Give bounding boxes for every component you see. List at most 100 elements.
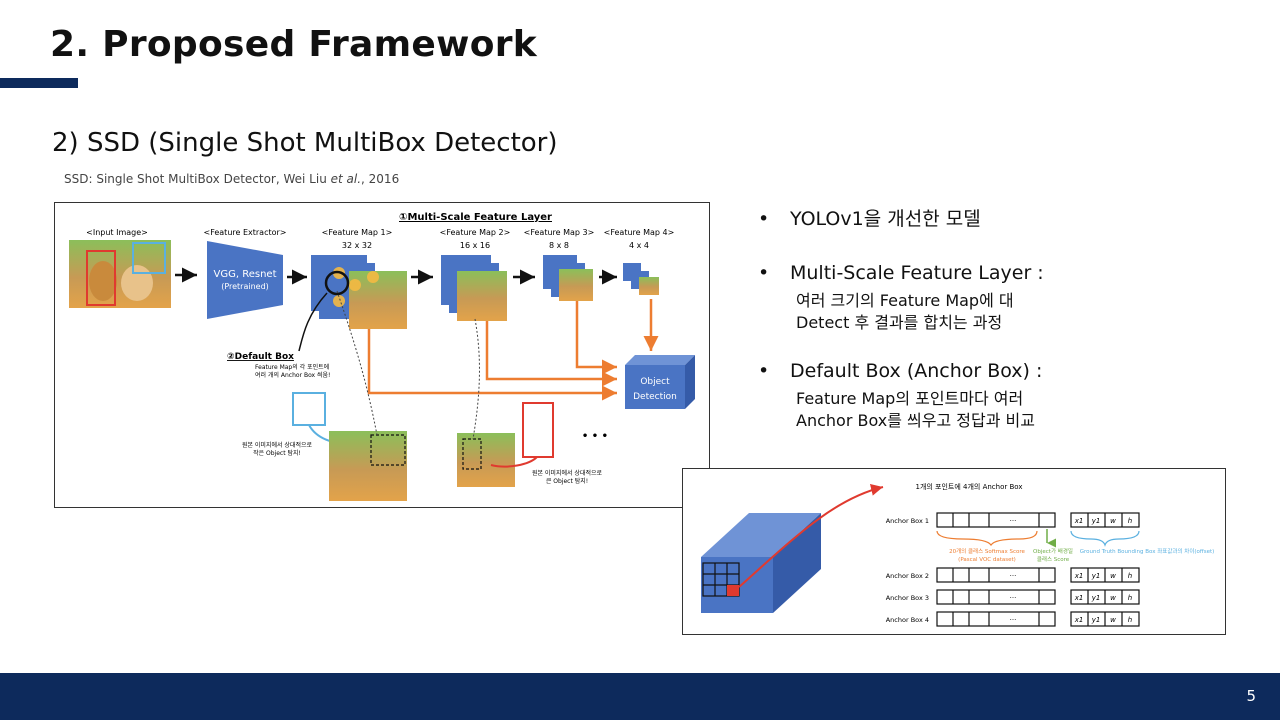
citation: SSD: Single Shot MultiBox Detector, Wei … bbox=[64, 172, 399, 186]
feature-extractor bbox=[207, 241, 283, 319]
softmax-label-2: (Pascal VOC dataset) bbox=[958, 557, 1016, 563]
large-anchor-link bbox=[490, 456, 538, 468]
fm1-point-2 bbox=[349, 279, 361, 291]
fm1-point-4 bbox=[333, 295, 345, 307]
figure-ellipsis: • • • bbox=[582, 431, 608, 442]
extractor-sub: (Pretrained) bbox=[221, 282, 269, 291]
page-number: 5 bbox=[1246, 687, 1256, 705]
anchor-box-svg: 1개의 포인트에 4개의 Anchor Box Anchor Box 1 Anc… bbox=[701, 482, 1214, 627]
anchor-label-3: Anchor Box 3 bbox=[886, 594, 929, 602]
extractor-name: VGG, Resnet bbox=[214, 269, 277, 280]
bullet-2-sub-2: Detect 후 결과를 합치는 과정 bbox=[796, 313, 1003, 332]
coord-h-4: h bbox=[1128, 616, 1132, 624]
coord-x-4: x1 bbox=[1074, 616, 1084, 624]
coord-x-3: x1 bbox=[1074, 594, 1084, 602]
fm2-size: 16 x 16 bbox=[460, 241, 490, 250]
bullet-1: • YOLOv1을 개선한 모델 bbox=[758, 206, 1258, 232]
coord-labels: x1 y1 w h x1 y1 w h x1 y1 w h x1 y1 w h bbox=[1074, 517, 1133, 624]
softmax-label-1: 20개의 클래스 Softmax Score bbox=[949, 547, 1025, 555]
coord-y-4: y1 bbox=[1091, 616, 1101, 624]
bullet-dot: • bbox=[758, 208, 770, 230]
object-detection-cube-front bbox=[625, 365, 685, 409]
default-box-desc-2: 여러 개의 Anchor Box 씌움! bbox=[255, 371, 330, 379]
coord-cells bbox=[1070, 512, 1140, 627]
fm4-size: 4 x 4 bbox=[629, 241, 649, 250]
fm3-layer-front bbox=[559, 269, 593, 301]
bullet-dot: • bbox=[758, 262, 770, 284]
bullet-3-sub: Feature Map의 포인트마다 여러 Anchor Box를 씌우고 정답… bbox=[758, 388, 1258, 432]
arrow-fm1-to-detection bbox=[367, 329, 617, 401]
citation-suffix: , 2016 bbox=[361, 172, 400, 186]
default-box-label: ②Default Box bbox=[227, 352, 294, 362]
bullet-list: • YOLOv1을 개선한 모델 • Multi-Scale Feature Lay… bbox=[758, 206, 1258, 456]
citation-italic: et al. bbox=[330, 172, 362, 186]
large-object-text-2: 큰 Object 탐지! bbox=[546, 477, 588, 485]
bullet-3-sub-2: Anchor Box를 씌우고 정답과 비교 bbox=[796, 411, 1035, 430]
default-box-desc-1: Feature Map의 각 포인트에 bbox=[255, 363, 329, 371]
fm2-label: <Feature Map 2> bbox=[440, 228, 511, 237]
gt-brace bbox=[1070, 530, 1140, 547]
coord-x-1: x1 bbox=[1074, 517, 1084, 525]
fm4-layer-front bbox=[639, 277, 659, 295]
ssd-architecture-figure: <Input Image> <Feature Extractor> VGG, R… bbox=[54, 202, 710, 508]
coord-w-1: w bbox=[1110, 517, 1116, 525]
bullet-2-text: Multi-Scale Feature Layer : bbox=[790, 262, 1044, 284]
dog-1 bbox=[89, 261, 117, 301]
input-blue-box bbox=[132, 242, 166, 274]
background-label-1: Object가 배경일 bbox=[1033, 547, 1073, 555]
cells-ellipsis-3: ··· bbox=[1010, 594, 1017, 602]
citation-prefix: SSD: Single Shot MultiBox Detector, Wei … bbox=[64, 172, 331, 186]
coord-h-1: h bbox=[1128, 517, 1132, 525]
small-object-dashed-box bbox=[370, 434, 406, 466]
anchor-label-2: Anchor Box 2 bbox=[886, 572, 929, 580]
coord-h-2: h bbox=[1128, 572, 1132, 580]
fm4-label: <Feature Map 4> bbox=[604, 228, 675, 237]
background-label-2: 클래스 Score bbox=[1037, 555, 1070, 563]
class-score-cells bbox=[936, 512, 1056, 627]
fm3-size: 8 x 8 bbox=[549, 241, 569, 250]
coord-h-3: h bbox=[1128, 594, 1132, 602]
input-red-box bbox=[86, 250, 116, 306]
coord-y-3: y1 bbox=[1091, 594, 1101, 602]
extractor-label: <Feature Extractor> bbox=[203, 228, 286, 237]
fm2-layer-front bbox=[457, 271, 507, 321]
cells-ellipsis-4: ··· bbox=[1010, 616, 1017, 624]
object-detection-cube-top bbox=[625, 355, 695, 365]
ssd-architecture-svg: <Input Image> <Feature Extractor> VGG, R… bbox=[69, 212, 695, 501]
footer-bar: 5 bbox=[0, 673, 1280, 720]
object-detection-cube-side bbox=[685, 355, 695, 409]
object-detection-label-1: Object bbox=[640, 377, 670, 387]
bullet-2-sub: 여러 크기의 Feature Map에 대 Detect 후 결과를 합치는 과… bbox=[758, 290, 1258, 334]
anchor-label-1: Anchor Box 1 bbox=[886, 517, 929, 525]
multiscale-label: ①Multi-Scale Feature Layer bbox=[399, 212, 552, 223]
feature-cube-top bbox=[701, 513, 821, 557]
point-arrow bbox=[738, 483, 884, 588]
bullet-2-sub-1: 여러 크기의 Feature Map에 대 bbox=[796, 291, 1014, 310]
cells-ellipsis-1: ··· bbox=[1010, 517, 1017, 525]
bullet-3: •Default Box (Anchor Box) : bbox=[758, 358, 1258, 384]
small-object-text-1: 원본 이미지에서 상대적으로 bbox=[242, 441, 313, 449]
title-accent-bar bbox=[0, 78, 78, 88]
large-object-trace bbox=[472, 318, 480, 440]
coord-w-4: w bbox=[1110, 616, 1116, 624]
bullet-1-text: YOLOv1을 개선한 모델 bbox=[790, 208, 981, 230]
small-anchor-box bbox=[292, 392, 326, 426]
slide-title: 2. Proposed Framework bbox=[50, 24, 538, 65]
bullet-2: • Multi-Scale Feature Layer : bbox=[758, 260, 1258, 286]
fm1-point-3 bbox=[367, 271, 379, 283]
anchor-label-4: Anchor Box 4 bbox=[886, 616, 929, 624]
coord-w-3: w bbox=[1110, 594, 1116, 602]
large-object-image bbox=[457, 433, 515, 487]
anchor-box-figure: 1개의 포인트에 4개의 Anchor Box Anchor Box 1 Anc… bbox=[682, 468, 1226, 635]
coord-y-1: y1 bbox=[1091, 517, 1101, 525]
fm1-label: <Feature Map 1> bbox=[322, 228, 393, 237]
feature-cube-point bbox=[727, 585, 739, 596]
small-object-image bbox=[329, 431, 407, 501]
coord-y-2: y1 bbox=[1091, 572, 1101, 580]
anchor-figure-header: 1개의 포인트에 4개의 Anchor Box bbox=[915, 482, 1022, 491]
fm1-default-box-circle bbox=[324, 270, 350, 296]
softmax-brace bbox=[936, 530, 1038, 547]
cells-ellipsis-2: ··· bbox=[1010, 572, 1017, 580]
default-box-pointer bbox=[298, 292, 328, 352]
small-object-text-2: 작은 Object 탐지! bbox=[253, 449, 301, 457]
